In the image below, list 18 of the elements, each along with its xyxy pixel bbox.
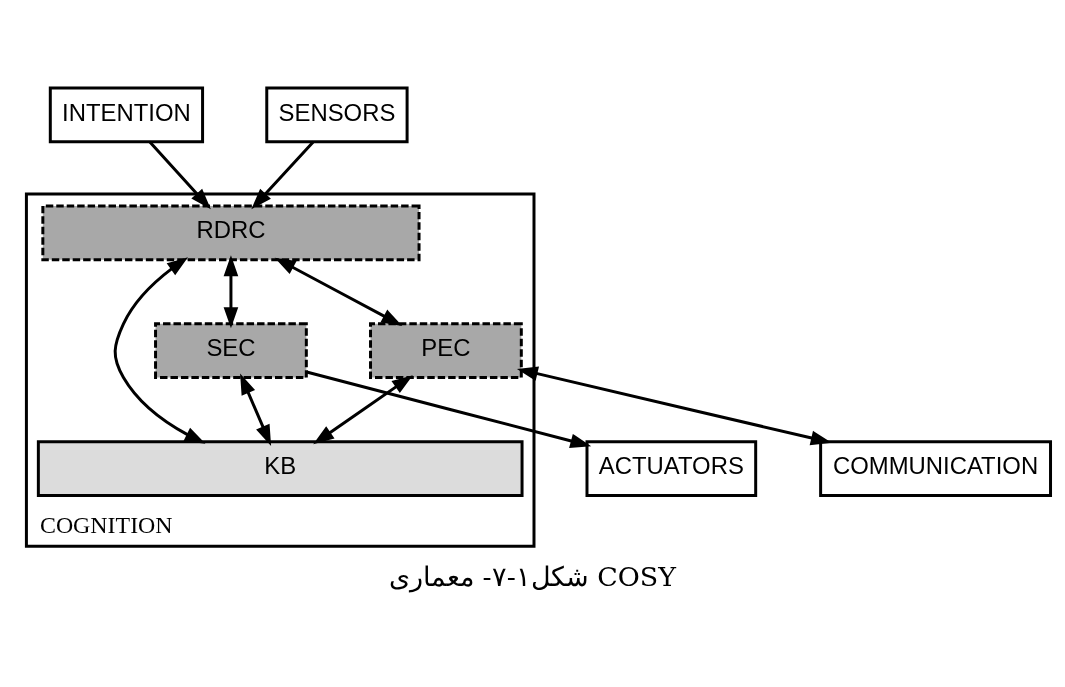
node-box: COMMUNICATION [819, 439, 1053, 497]
node-box: KB [36, 439, 524, 497]
arrow [113, 256, 206, 444]
node-box: INTENTION [48, 85, 205, 143]
arrow [313, 374, 413, 444]
arrow [306, 370, 592, 448]
arrow [223, 254, 239, 328]
caption: شکل۱-۷- معماری COSY [389, 560, 676, 592]
node-box: SENSORS [265, 85, 409, 143]
arrow [516, 366, 832, 445]
arrow [148, 140, 211, 209]
arrow [240, 373, 272, 446]
node-box: RDRC [41, 203, 421, 261]
node-box: SEC [154, 321, 308, 379]
arrow [274, 257, 403, 326]
node-box: PEC [369, 321, 523, 379]
node-box: ACTUATORS [585, 439, 758, 497]
arrow [251, 140, 315, 209]
